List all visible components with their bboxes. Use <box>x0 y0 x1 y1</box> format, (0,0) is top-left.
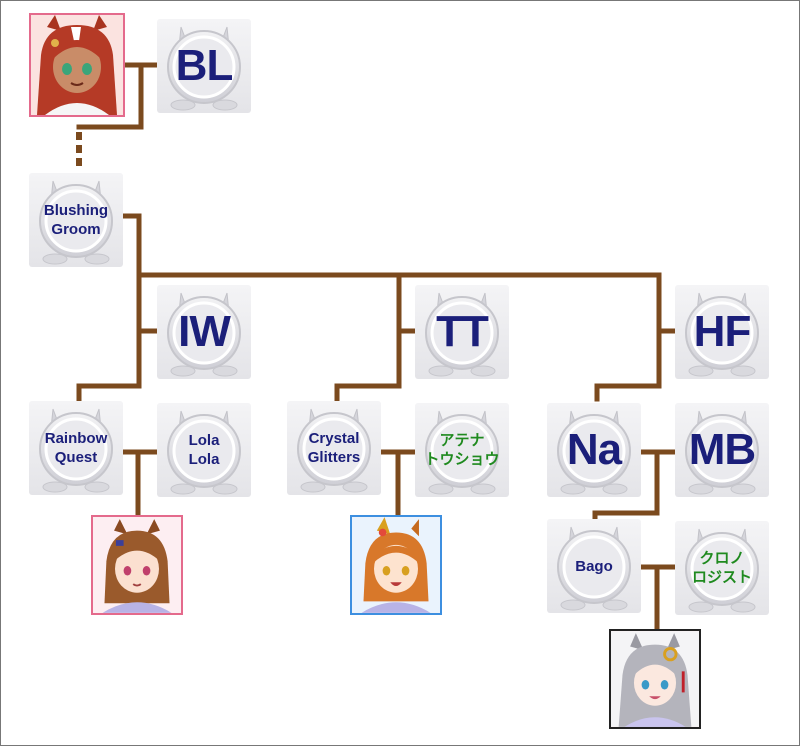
node-iw-label: IW <box>178 307 231 356</box>
node-crystal-glitters-label: Crystal Glitters <box>307 430 361 466</box>
brown-haired-horse-girl-icon <box>93 517 181 613</box>
node-tt-label: TT <box>436 307 489 356</box>
node-hf-label: HF <box>693 307 752 356</box>
silver-haired-horse-girl-icon <box>611 631 699 727</box>
node-rainbow-quest-label: Rainbow Quest <box>44 430 108 466</box>
node-bago: Bago <box>547 519 641 613</box>
portrait-rainbow-quest-child <box>91 515 183 615</box>
node-bl: BL <box>157 19 251 113</box>
node-bago-label: Bago <box>575 557 613 575</box>
node-lola-lola: Lola Lola <box>157 403 251 497</box>
node-bl-label: BL <box>175 41 234 90</box>
connector-dotted <box>76 132 82 166</box>
node-mb-label: MB <box>688 425 756 474</box>
portrait-bago-child <box>609 629 701 729</box>
node-athena-toushou-label: アテナ トウショウ <box>424 432 500 468</box>
red-haired-horse-girl-icon <box>31 15 123 115</box>
orange-haired-horse-girl-icon <box>352 517 440 613</box>
node-na-label: Na <box>566 425 622 474</box>
node-blushing-groom: Blushing Groom <box>29 173 123 267</box>
node-tt: TT <box>415 285 509 379</box>
node-blushing-groom-label: Blushing Groom <box>43 202 109 238</box>
node-hf: HF <box>675 285 769 379</box>
node-iw: IW <box>157 285 251 379</box>
portrait-crystal-glitters-child <box>350 515 442 615</box>
node-athena-toushou: アテナ トウショウ <box>415 403 509 497</box>
node-crystal-glitters: Crystal Glitters <box>287 401 381 495</box>
portrait-top-left <box>29 13 125 117</box>
node-na: Na <box>547 403 641 497</box>
node-lola-lola-label: Lola Lola <box>188 432 220 468</box>
node-mb: MB <box>675 403 769 497</box>
node-kurono-genesis-label: クロノ ロジスト <box>691 550 752 586</box>
node-kurono-genesis: クロノ ロジスト <box>675 521 769 615</box>
node-rainbow-quest: Rainbow Quest <box>29 401 123 495</box>
